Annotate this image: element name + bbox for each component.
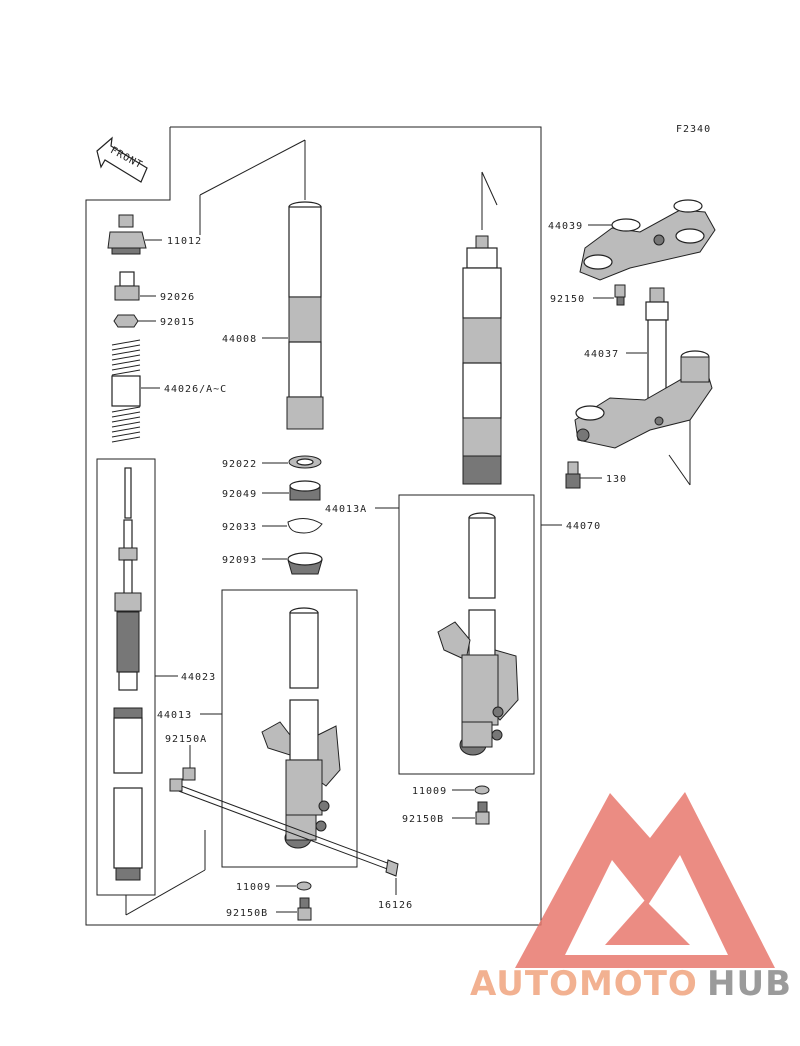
bolt-92150B-left bbox=[297, 897, 312, 921]
stem-44037 bbox=[574, 287, 713, 449]
clip-92033 bbox=[287, 518, 323, 534]
label-44039: 44039 bbox=[548, 221, 612, 232]
svg-text:92150B: 92150B bbox=[402, 814, 444, 825]
label-92150B-left: 92150B bbox=[226, 908, 297, 919]
spacer-92026 bbox=[114, 271, 140, 301]
svg-text:44039: 44039 bbox=[548, 221, 583, 232]
bolt-92150B-right bbox=[475, 801, 490, 825]
bolt-130 bbox=[565, 461, 581, 489]
assembly-frame bbox=[85, 126, 542, 926]
nut-92015 bbox=[113, 314, 139, 328]
svg-text:44013: 44013 bbox=[157, 710, 192, 721]
logo-triangle-core bbox=[605, 900, 690, 945]
svg-text:44013A: 44013A bbox=[325, 504, 367, 515]
damper-rod-44023 bbox=[113, 467, 143, 881]
svg-text:11012: 11012 bbox=[167, 236, 202, 247]
label-130: 130 bbox=[580, 474, 627, 485]
svg-text:92150: 92150 bbox=[550, 294, 585, 305]
svg-text:92026: 92026 bbox=[160, 292, 195, 303]
figure-code: F2340 bbox=[676, 124, 711, 135]
logo-text-automoto: AUTOMOTO bbox=[470, 964, 698, 1004]
outer-tube-44013A bbox=[437, 512, 519, 756]
label-44013: 44013 bbox=[157, 710, 222, 721]
label-92033: 92033 bbox=[222, 522, 287, 533]
svg-text:92033: 92033 bbox=[222, 522, 257, 533]
label-92093: 92093 bbox=[222, 555, 287, 566]
fork-assembly-44070 bbox=[462, 235, 502, 485]
spring-44026 bbox=[111, 339, 141, 443]
svg-text:44026/A~C: 44026/A~C bbox=[164, 384, 227, 395]
logo-text-hub: HUB bbox=[707, 964, 792, 1004]
label-92150A: 92150A bbox=[165, 734, 207, 768]
svg-text:11009: 11009 bbox=[236, 882, 271, 893]
svg-text:44037: 44037 bbox=[584, 349, 619, 360]
svg-text:16126: 16126 bbox=[378, 900, 413, 911]
right-lower-box bbox=[398, 494, 535, 775]
dust-seal-92093 bbox=[287, 552, 323, 575]
label-92022: 92022 bbox=[222, 459, 288, 470]
svg-text:92022: 92022 bbox=[222, 459, 257, 470]
svg-text:92093: 92093 bbox=[222, 555, 257, 566]
leader-lines bbox=[125, 139, 691, 916]
label-44026: 44026/A~C bbox=[141, 384, 227, 395]
svg-text:92150B: 92150B bbox=[226, 908, 268, 919]
front-arrow-icon: FRONT bbox=[96, 136, 148, 183]
automotohub-logo: AUTOMOTO HUB bbox=[470, 792, 792, 1004]
svg-text:44070: 44070 bbox=[566, 521, 601, 532]
svg-text:11009: 11009 bbox=[412, 786, 447, 797]
label-92150: 92150 bbox=[550, 294, 614, 305]
label-44013A: 44013A bbox=[325, 504, 399, 515]
label-44070: 44070 bbox=[541, 521, 601, 532]
washer-11009-left bbox=[296, 881, 312, 891]
label-16126: 16126 bbox=[378, 878, 413, 911]
label-92049: 92049 bbox=[222, 489, 289, 500]
label-11009-right: 11009 bbox=[412, 786, 474, 797]
label-11009-left: 11009 bbox=[236, 882, 296, 893]
inner-tube-44008 bbox=[286, 201, 324, 430]
label-44023: 44023 bbox=[155, 672, 216, 683]
long-bolt bbox=[169, 767, 391, 871]
bolt-92150 bbox=[614, 284, 626, 306]
label-11012: 11012 bbox=[145, 236, 202, 247]
bolt-16126 bbox=[385, 859, 399, 877]
label-44008: 44008 bbox=[222, 334, 288, 345]
outer-tube-44013 bbox=[261, 607, 341, 849]
label-44037: 44037 bbox=[584, 349, 647, 360]
svg-text:92150A: 92150A bbox=[165, 734, 207, 745]
upper-clamp-44039 bbox=[579, 199, 716, 281]
svg-text:92049: 92049 bbox=[222, 489, 257, 500]
seal-92022 bbox=[288, 455, 322, 469]
label-92150B-right: 92150B bbox=[402, 814, 475, 825]
label-92015: 92015 bbox=[138, 317, 195, 328]
label-92026: 92026 bbox=[140, 292, 195, 303]
svg-text:44008: 44008 bbox=[222, 334, 257, 345]
washer-11009-right bbox=[474, 785, 490, 795]
svg-text:92015: 92015 bbox=[160, 317, 195, 328]
oil-seal-92049 bbox=[289, 480, 321, 501]
svg-text:44023: 44023 bbox=[181, 672, 216, 683]
top-plug-11012 bbox=[107, 214, 147, 255]
svg-text:130: 130 bbox=[606, 474, 627, 485]
lower-box bbox=[221, 589, 358, 868]
